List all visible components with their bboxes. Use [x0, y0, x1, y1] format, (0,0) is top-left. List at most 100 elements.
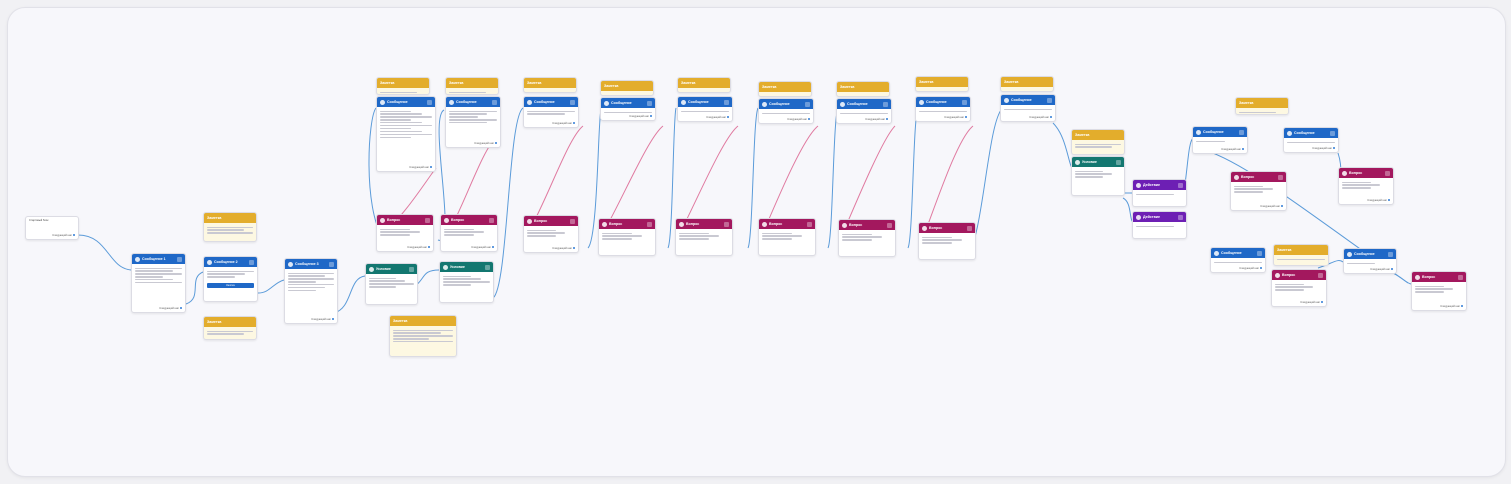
menu-icon[interactable]: [1116, 159, 1121, 165]
message-node[interactable]: Сообщение Следующий шаг: [376, 96, 436, 172]
question-node[interactable]: Вопрос: [918, 222, 976, 260]
flow-canvas[interactable]: Стартовый блок Следующий шаг Сообщение 1…: [7, 7, 1506, 477]
message-node[interactable]: Сообщение 2 Кнопка: [203, 256, 258, 302]
edge-msg1-to-msg2: [185, 271, 204, 305]
question-icon: [922, 225, 927, 231]
next-step-label: Следующий шаг: [1221, 148, 1244, 151]
condition-node[interactable]: Условие: [439, 261, 494, 303]
menu-icon[interactable]: [489, 217, 494, 223]
note-node[interactable]: Заметка: [677, 77, 731, 93]
connections-layer: [77, 107, 1412, 314]
condition-node[interactable]: Условие: [1071, 156, 1125, 196]
message-icon: [681, 99, 686, 105]
menu-icon[interactable]: [485, 264, 490, 270]
note-node[interactable]: Заметка: [600, 80, 654, 96]
message-node[interactable]: Сообщение 1 Следующий шаг: [131, 253, 186, 313]
menu-icon[interactable]: [249, 259, 254, 265]
start-node[interactable]: Стартовый блок Следующий шаг: [25, 216, 79, 240]
menu-icon[interactable]: [1178, 182, 1183, 188]
start-label: Стартовый блок: [29, 219, 49, 222]
menu-icon[interactable]: [805, 101, 810, 107]
note-node[interactable]: Заметка: [1235, 97, 1289, 115]
question-node[interactable]: Вопрос: [598, 218, 656, 256]
menu-icon[interactable]: [967, 225, 972, 231]
menu-icon[interactable]: [427, 99, 432, 105]
next-step-label: Следующий шаг: [552, 122, 575, 125]
menu-icon[interactable]: [1257, 250, 1262, 256]
question-node[interactable]: Вопрос Следующий шаг: [440, 214, 498, 252]
next-step-label: Следующий шаг: [1300, 301, 1323, 304]
note-node[interactable]: Заметка: [376, 77, 430, 95]
message-node[interactable]: Сообщение Следующий шаг: [445, 96, 501, 148]
menu-icon[interactable]: [1385, 170, 1390, 176]
condition-icon: [369, 266, 374, 272]
question-icon: [1342, 170, 1347, 176]
menu-icon[interactable]: [962, 99, 967, 105]
menu-icon[interactable]: [492, 99, 497, 105]
menu-icon[interactable]: [883, 101, 888, 107]
note-node[interactable]: Заметка: [523, 77, 577, 93]
message-node[interactable]: Сообщение 3 Следующий шаг: [284, 258, 338, 324]
action-node[interactable]: Действие: [1132, 179, 1187, 207]
menu-icon[interactable]: [1388, 251, 1393, 257]
action-icon: [1136, 182, 1141, 188]
note-node[interactable]: Заметка: [915, 76, 969, 92]
action-node[interactable]: Действие: [1132, 211, 1187, 239]
menu-icon[interactable]: [1047, 97, 1052, 103]
message-icon: [1347, 251, 1352, 257]
condition-node[interactable]: Условие: [365, 263, 418, 305]
note-node[interactable]: Заметка: [203, 212, 257, 242]
menu-icon[interactable]: [570, 218, 575, 224]
next-step-label: Следующий шаг: [311, 318, 334, 321]
menu-icon[interactable]: [329, 261, 334, 267]
question-node[interactable]: Вопрос Следующий шаг: [376, 214, 434, 252]
menu-icon[interactable]: [1239, 129, 1244, 135]
note-node[interactable]: Заметка: [445, 77, 499, 95]
menu-icon[interactable]: [1458, 274, 1463, 280]
menu-icon[interactable]: [1278, 174, 1283, 180]
menu-icon[interactable]: [570, 99, 575, 105]
action-icon: [1136, 214, 1141, 220]
menu-icon[interactable]: [724, 99, 729, 105]
question-node[interactable]: Вопрос: [838, 219, 896, 257]
note-node[interactable]: Заметка: [1071, 129, 1125, 155]
note-node[interactable]: Заметка: [1000, 76, 1054, 92]
note-node[interactable]: Заметка: [1273, 244, 1329, 266]
menu-icon[interactable]: [724, 221, 729, 227]
menu-icon[interactable]: [1178, 214, 1183, 220]
menu-icon[interactable]: [647, 100, 652, 106]
next-step-label: Следующий шаг: [407, 246, 430, 249]
menu-icon[interactable]: [409, 266, 414, 272]
menu-icon[interactable]: [887, 222, 892, 228]
question-node[interactable]: Вопрос: [758, 218, 816, 256]
note-node[interactable]: Заметка: [389, 315, 457, 357]
note-node[interactable]: Заметка: [203, 316, 257, 340]
menu-icon[interactable]: [1318, 272, 1323, 278]
menu-icon[interactable]: [425, 217, 430, 223]
note-node[interactable]: Заметка: [836, 81, 890, 97]
question-node[interactable]: Вопрос: [675, 218, 733, 256]
menu-icon[interactable]: [1330, 130, 1335, 136]
note-node[interactable]: Заметка: [758, 81, 812, 97]
menu-icon[interactable]: [647, 221, 652, 227]
button-chip[interactable]: Кнопка: [207, 283, 254, 289]
menu-icon[interactable]: [177, 256, 182, 262]
menu-icon[interactable]: [807, 221, 812, 227]
question-icon: [602, 221, 607, 227]
